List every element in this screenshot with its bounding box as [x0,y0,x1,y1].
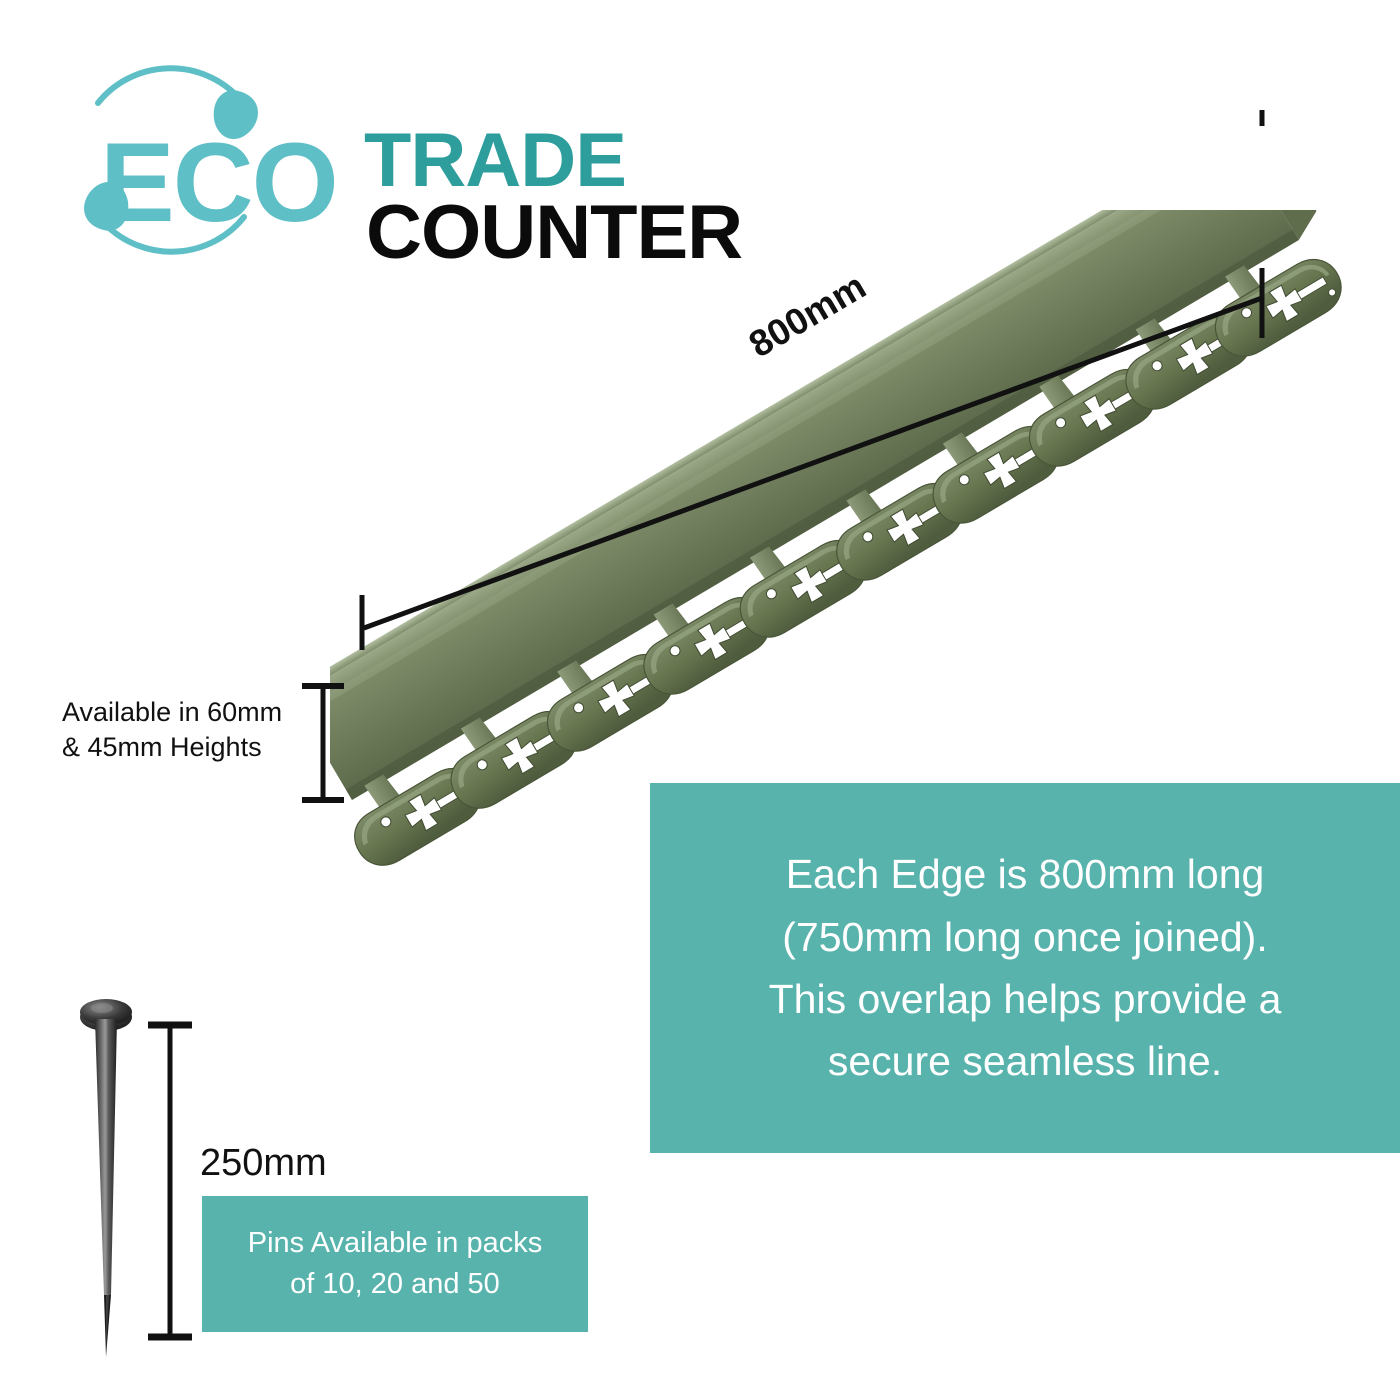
pinbox-line-2: of 10, 20 and 50 [290,1268,500,1300]
eco-leaf-circle-icon [84,65,258,255]
pin-packs-callout-box: Pins Available in packs of 10, 20 and 50 [202,1196,588,1332]
logo-trade-text: TRADE [364,118,627,203]
height-dimension-label: Available in 60mm & 45mm Heights [62,695,322,764]
callout-line-2: (750mm long once joined). [782,913,1268,960]
logo-counter-text: COUNTER [366,190,743,275]
height-line-2: & 45mm Heights [62,731,262,762]
logo-eco-text: ECO [100,120,339,245]
callout-line-4: secure seamless line. [827,1038,1223,1085]
height-line-1: Available in 60mm [62,697,283,727]
pinbox-line-1: Pins Available in packs [247,1226,543,1259]
height-dimension-line [302,683,344,803]
ground-fixing-pin-image [80,999,132,1357]
pin-length-label: 250mm [200,1142,327,1184]
callout-line-3: This overlap helps provide a [768,976,1282,1022]
edge-length-callout-box: Each Edge is 800mm long (750mm long once… [650,783,1400,1153]
pin-length-dimension-line [148,1021,192,1341]
callout-line-1: Each Edge is 800mm long [785,851,1265,898]
brand-logo: ECO TRADE COUNTER [48,55,748,271]
length-dimension-line [359,110,1265,650]
